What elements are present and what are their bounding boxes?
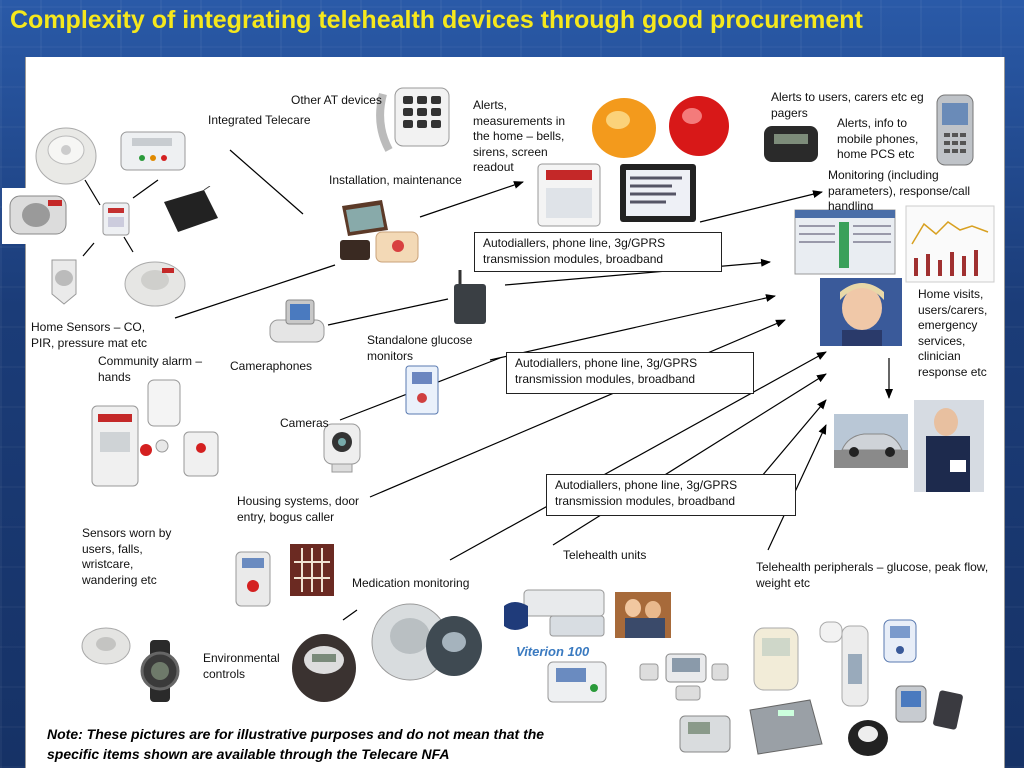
- label-medication-monitoring: Medication monitoring: [352, 576, 470, 590]
- label-alerts-users: Alerts to users, carers etc eg pagers: [771, 90, 924, 120]
- label-monitoring: Monitoring (including parameters), respo…: [828, 168, 971, 210]
- peak-flow-meter-image: [819, 621, 869, 707]
- mobile-phone-image: [936, 94, 974, 166]
- transmission-box-1: Autodiallers, phone line, 3g/GPRS transm…: [474, 232, 722, 272]
- pda-image: [895, 685, 927, 723]
- telecare-hub-small-image: [102, 202, 130, 236]
- arrow-telehealth-units: [552, 373, 827, 546]
- slide-title: Complexity of integrating telehealth dev…: [10, 6, 863, 34]
- arrow-peripherals: [767, 424, 827, 551]
- label-installation: Installation, maintenance: [329, 173, 462, 187]
- pager-image: [764, 126, 818, 162]
- label-home-sensors: Home Sensors – CO, PIR, pressure mat etc: [31, 320, 148, 350]
- arrow-to-monitoring-1: [699, 190, 823, 223]
- pulse-oximeter-image: [848, 720, 888, 756]
- line-sensors-to-hub: [174, 264, 336, 319]
- community-alarm-image: [91, 379, 219, 487]
- line-sensor-d: [123, 236, 134, 253]
- car-photo: [834, 414, 908, 468]
- weighing-scale-image: [749, 699, 823, 755]
- medication-carousel-image: [371, 603, 482, 681]
- viterion-logo: Viterion 100: [516, 644, 590, 659]
- label-community-alarm: Community alarm – hands: [98, 354, 203, 384]
- line-cameraphones: [327, 298, 449, 326]
- label-other-at-devices: Other AT devices: [291, 93, 382, 107]
- line-sensor-b: [132, 179, 159, 199]
- label-home-visits: Home visits, users/carers, emergency ser…: [918, 287, 988, 379]
- viterion-unit-image: [547, 661, 607, 703]
- line-sensor-a: [84, 179, 101, 206]
- handheld-device-image: [933, 690, 963, 730]
- pill-dispenser-image: [292, 634, 356, 702]
- cameraphone-image: [269, 299, 325, 343]
- worn-sensor-image: [81, 627, 131, 665]
- label-alerts-home: Alerts, measurements in the home – bells…: [473, 98, 566, 174]
- line-medication: [342, 609, 358, 621]
- blood-glucose-meter-image: [883, 619, 917, 663]
- glucose-peripheral-image: [753, 627, 799, 691]
- label-telehealth-units: Telehealth units: [563, 548, 647, 562]
- door-entry-phone-image: [235, 551, 271, 607]
- arrow-glucose-to-monitoring: [489, 294, 776, 361]
- telehealth-kit-image: [504, 589, 605, 637]
- pir-detector-image: [51, 259, 77, 305]
- label-housing-systems: Housing systems, door entry, bogus calle…: [237, 494, 360, 524]
- label-integrated-telecare: Integrated Telecare: [208, 113, 311, 127]
- label-cameraphones: Cameraphones: [230, 359, 313, 373]
- label-cameras: Cameras: [280, 416, 329, 430]
- arrow-hub-to-alerts: [419, 181, 524, 218]
- big-button-phone-image: [376, 87, 450, 152]
- camera-image: [323, 423, 361, 473]
- heat-sensor-image: [124, 261, 186, 307]
- smoke-detector-image: [35, 127, 97, 185]
- glucose-meter-image: [405, 365, 439, 415]
- co-detector-image: [120, 131, 186, 171]
- alert-box-image: [537, 163, 601, 227]
- transmission-module-image: [454, 270, 486, 324]
- telehealth-system-image: [639, 653, 729, 701]
- label-standalone-glucose: Standalone glucose monitors: [367, 333, 473, 363]
- installation-equipment-image: [340, 200, 419, 263]
- carer-visit-photo: [914, 400, 984, 492]
- amber-siren-image: [592, 98, 656, 158]
- label-telehealth-peripherals: Telehealth peripherals – glucose, peak f…: [756, 560, 989, 590]
- disclaimer-note: Note: These pictures are for illustrativ…: [47, 726, 545, 762]
- call-handler-photo: [820, 278, 902, 346]
- screen-readout-image: [620, 164, 696, 222]
- pressure-mat-image: [164, 186, 218, 232]
- monitoring-software-image: [794, 209, 896, 275]
- label-alerts-info-mobile: Alerts, info to mobile phones, home PCS …: [837, 116, 919, 161]
- pir-sensor-image: [2, 188, 74, 244]
- line-integrated-to-hub: [229, 149, 304, 215]
- arrow-housing-to-monitoring: [369, 319, 786, 498]
- wristcare-watch-image: [140, 640, 180, 702]
- label-environmental-controls: Environmental controls: [203, 651, 280, 681]
- line-sensor-c: [82, 242, 95, 257]
- transmission-box-2: Autodiallers, phone line, 3g/GPRS transm…: [506, 352, 754, 394]
- transmission-box-3: Autodiallers, phone line, 3g/GPRS transm…: [546, 474, 796, 516]
- telehealth-user-photo: [615, 592, 671, 638]
- arrow-medication-to-response: [449, 351, 827, 561]
- red-siren-image: [669, 96, 729, 156]
- monitoring-chart-image: [905, 205, 995, 283]
- arrow-to-monitoring-2: [504, 258, 771, 286]
- label-sensors-worn: Sensors worn by users, falls, wristcare,…: [82, 526, 172, 587]
- door-image: [290, 544, 334, 596]
- bp-monitor-image: [679, 715, 731, 753]
